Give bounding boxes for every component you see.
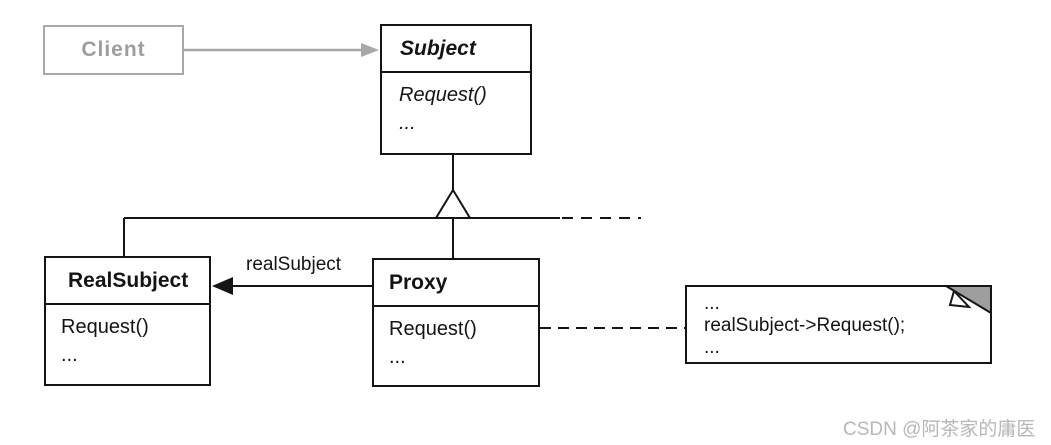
subject-method-request: Request() [399, 84, 487, 106]
realsubject-class-box: RealSubject Request() ... [44, 256, 211, 386]
client-class-label: Client [81, 38, 146, 61]
realsubject-method-request: Request() [61, 316, 149, 338]
realsubject-class-title: RealSubject [46, 258, 209, 305]
subject-class-title: Subject [382, 26, 530, 73]
proxy-to-realsubject-arrowhead-icon [212, 277, 233, 295]
realsubject-class-methods: Request() ... [46, 305, 209, 369]
subject-class-methods: Request() ... [382, 73, 530, 137]
proxy-method-request: Request() [389, 318, 477, 340]
code-note-box: ... realSubject->Request(); ... [685, 285, 992, 364]
proxy-class-title: Proxy [374, 260, 538, 307]
note-line-3: ... [704, 337, 720, 358]
csdn-watermark: CSDN @阿茶家的庸医 [843, 419, 1036, 440]
proxy-class-box: Proxy Request() ... [372, 258, 540, 387]
association-label-realsubject: realSubject [246, 254, 342, 275]
proxy-class-methods: Request() ... [374, 307, 538, 371]
client-class-box: Client [43, 25, 184, 75]
proxy-method-ellipsis: ... [389, 346, 406, 368]
realsubject-method-ellipsis: ... [61, 344, 78, 366]
note-line-2: realSubject->Request(); [704, 315, 906, 336]
note-line-1: ... [704, 293, 720, 314]
subject-method-ellipsis: ... [399, 112, 416, 134]
inheritance-triangle-icon [434, 188, 472, 219]
client-to-subject-arrowhead-icon [361, 43, 379, 57]
subject-class-box: Subject Request() ... [380, 24, 532, 155]
